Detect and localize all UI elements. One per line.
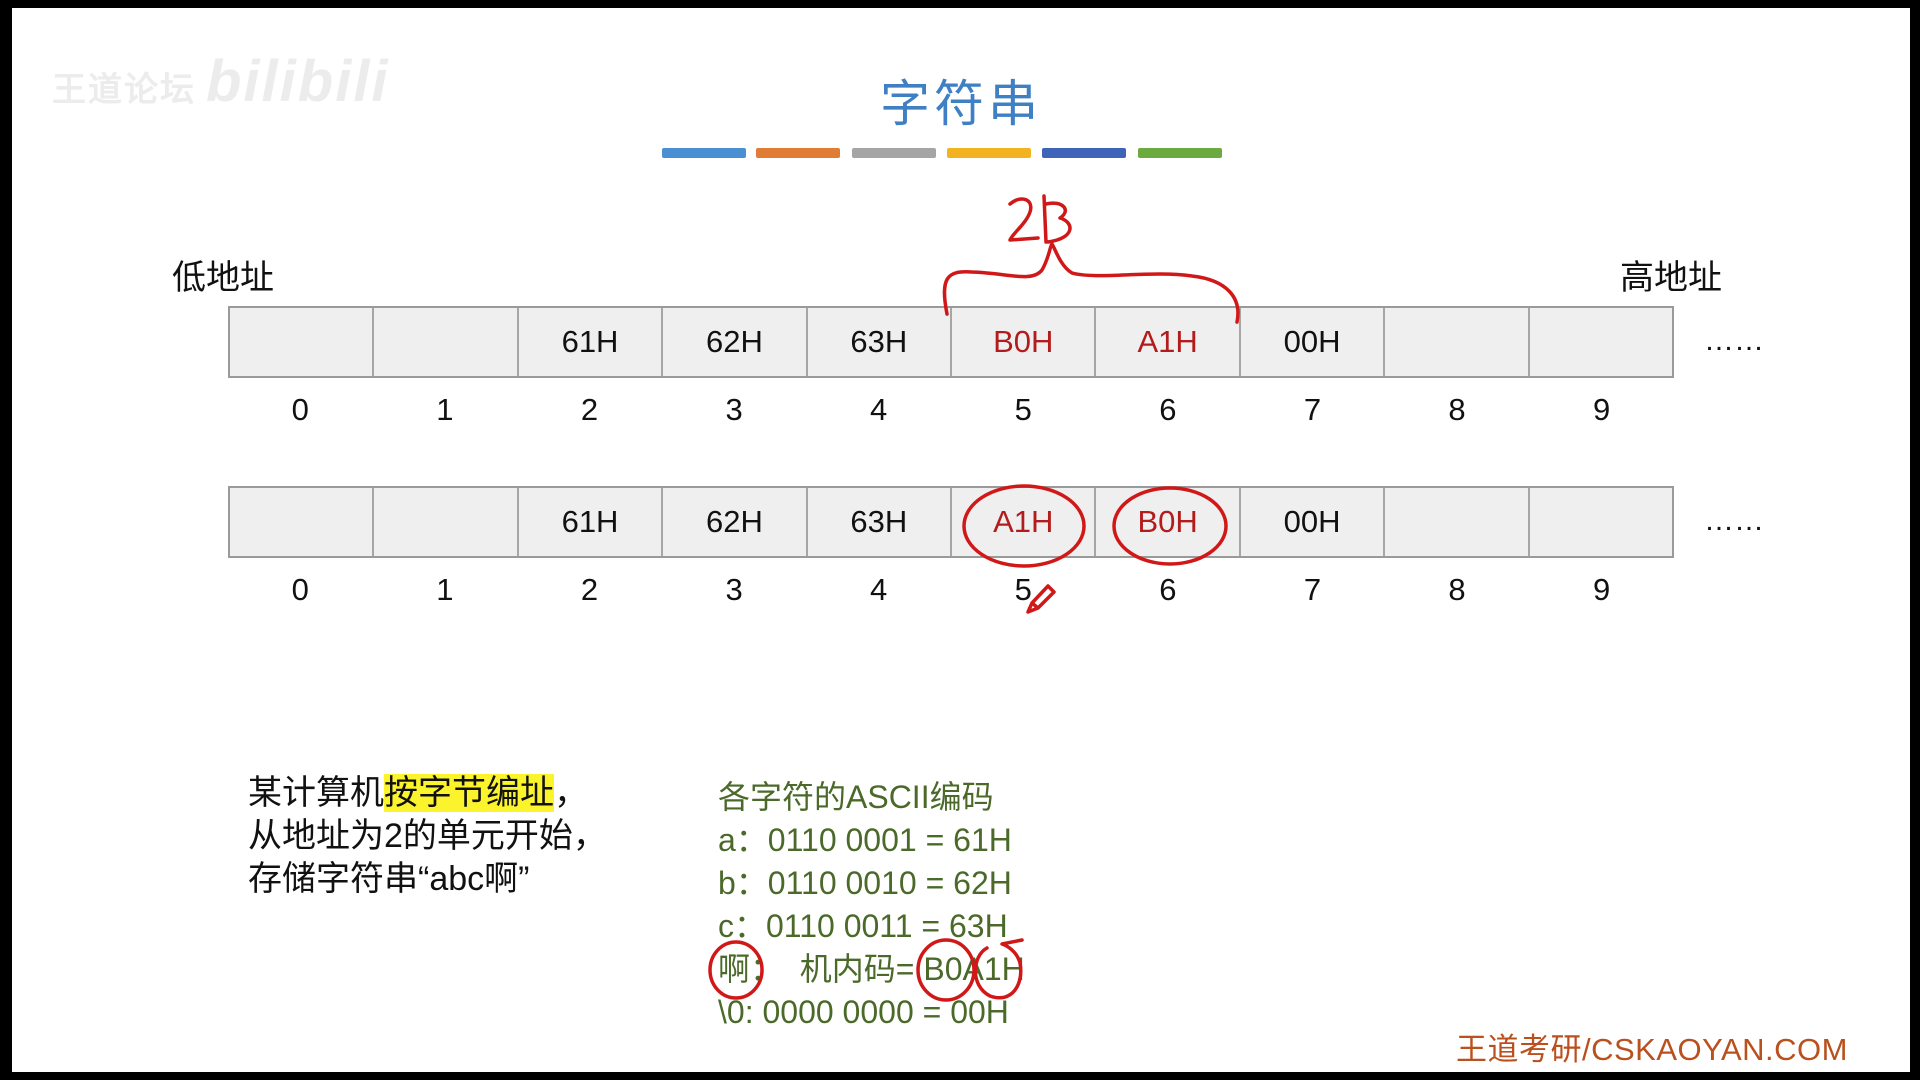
address-index-0: 0 <box>291 572 309 607</box>
address-index-8: 8 <box>1448 572 1466 607</box>
watermark-text: 王道论坛 <box>52 71 196 109</box>
memory-cell-6: B0H <box>1096 488 1241 556</box>
memory-cell-2: 61H <box>519 308 664 376</box>
handwritten-2B <box>1008 194 1072 244</box>
address-index-5: 5 <box>1014 392 1032 427</box>
ascii-line-c: c：0110 0011 = 63H <box>718 908 1008 944</box>
ascii-heading: 各字符的ASCII编码 <box>718 779 994 815</box>
memory-cell-6: A1H <box>1096 308 1241 376</box>
memory-cell-0 <box>230 308 375 376</box>
watermark: 王道论坛 bilibili <box>52 48 390 115</box>
low-address-label: 低地址 <box>172 259 274 297</box>
desc-line-3: 存储字符串“abc啊” <box>248 860 530 898</box>
address-index-6: 6 <box>1159 392 1177 427</box>
address-index-2: 2 <box>580 572 599 607</box>
memory-cell-7: 00H <box>1241 488 1386 556</box>
memory-cell-4: 63H <box>808 308 953 376</box>
slide-title: 字符串 <box>880 76 1042 132</box>
memory-cell-4: 63H <box>808 488 953 556</box>
stripe <box>662 148 746 158</box>
footer-brand: 王道考研/CSKAOYAN.COM <box>1455 1032 1848 1067</box>
address-index-row-2: 0 1 2 3 4 5 6 7 8 9 <box>228 572 1674 612</box>
description-text: 某计算机按字节编址， 从地址为2的单元开始， 存储字符串“abc啊” <box>248 772 607 901</box>
ascii-line-null: \0: 0000 0000 = 00H <box>718 994 1009 1030</box>
memory-cell-5: B0H <box>952 308 1097 376</box>
memory-cell-1 <box>374 488 519 556</box>
memory-cell-9 <box>1530 488 1672 556</box>
desc-line1-post: ， <box>554 774 588 812</box>
memory-cell-8 <box>1385 308 1530 376</box>
row2-ellipsis: …… <box>1704 504 1764 537</box>
address-index-7: 7 <box>1303 392 1322 427</box>
address-index-3: 3 <box>725 392 743 427</box>
memory-cell-8 <box>1385 488 1530 556</box>
address-index-9: 9 <box>1593 572 1611 607</box>
high-address-label: 高地址 <box>1620 259 1722 297</box>
desc-line-2: 从地址为2的单元开始， <box>248 817 607 855</box>
ascii-line-a: a：0110 0001 = 61H <box>718 822 1012 858</box>
title-underline-stripes <box>662 148 1232 158</box>
bilibili-logo: bilibili <box>206 49 390 114</box>
address-index-7: 7 <box>1303 572 1322 607</box>
address-index-1: 1 <box>436 392 454 427</box>
stripe <box>852 148 936 158</box>
memory-cell-9 <box>1530 308 1672 376</box>
address-index-1: 1 <box>436 572 454 607</box>
stripe <box>947 148 1031 158</box>
address-index-3: 3 <box>725 572 743 607</box>
address-index-5: 5 <box>1014 572 1032 607</box>
stripe <box>1138 148 1222 158</box>
memory-cell-5: A1H <box>952 488 1097 556</box>
address-index-4: 4 <box>870 392 888 427</box>
memory-cell-3: 62H <box>663 488 808 556</box>
address-index-2: 2 <box>580 392 599 427</box>
address-index-9: 9 <box>1593 392 1611 427</box>
ascii-code-list: 各字符的ASCII编码 a：0110 0001 = 61H b：0110 001… <box>718 776 1025 1034</box>
ascii-line-a-char: 啊： 机内码= B0A1H <box>718 951 1025 987</box>
row1-ellipsis: …… <box>1704 324 1764 357</box>
stripe <box>756 148 840 158</box>
memory-cell-3: 62H <box>663 308 808 376</box>
desc-highlighted-phrase: 按字节编址 <box>384 774 554 812</box>
address-index-4: 4 <box>870 572 888 607</box>
memory-cell-2: 61H <box>519 488 664 556</box>
ascii-line-b: b：0110 0010 = 62H <box>718 865 1012 901</box>
memory-cell-1 <box>374 308 519 376</box>
address-index-6: 6 <box>1159 572 1177 607</box>
address-index-row-1: 0 1 2 3 4 5 6 7 8 9 <box>228 392 1674 432</box>
address-index-0: 0 <box>291 392 309 427</box>
address-index-8: 8 <box>1448 392 1466 427</box>
memory-cell-7: 00H <box>1241 308 1386 376</box>
desc-line-1: 某计算机按字节编址， <box>248 772 607 815</box>
desc-line1-pre: 某计算机 <box>248 774 384 812</box>
memory-cell-0 <box>230 488 375 556</box>
stripe <box>1042 148 1126 158</box>
